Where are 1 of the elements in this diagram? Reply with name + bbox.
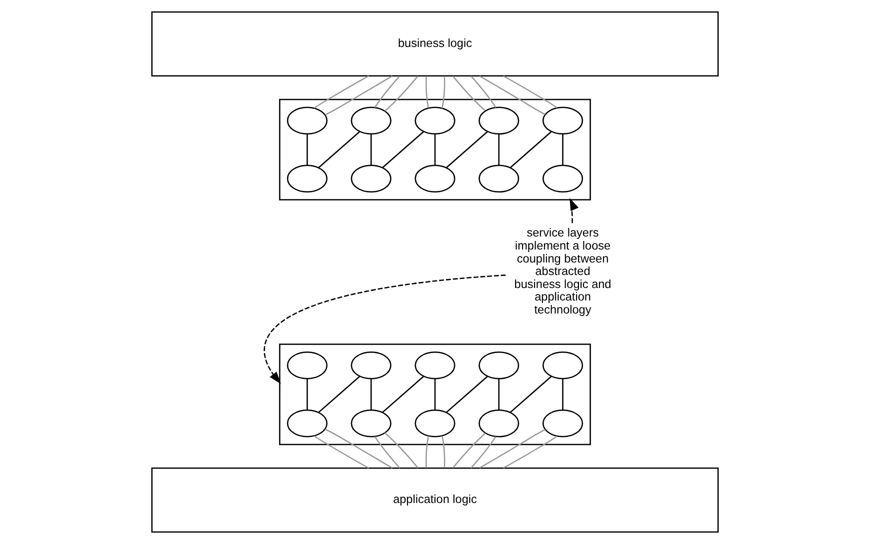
node-text: service layers implement a loose coupling between abstracted business logic and application technology [514, 226, 611, 316]
